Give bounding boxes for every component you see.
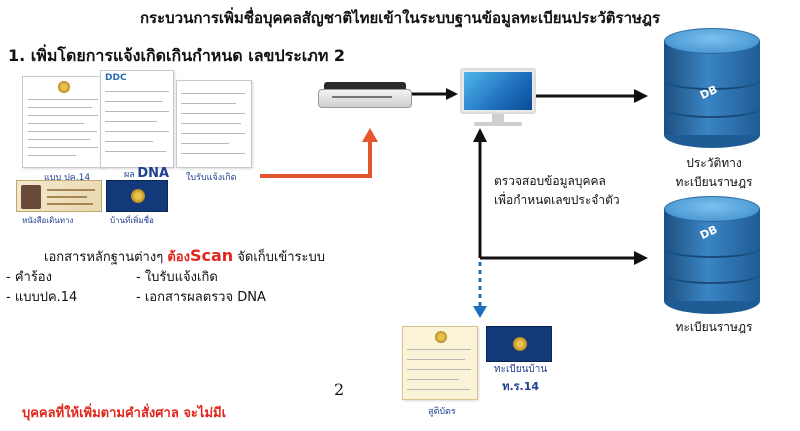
footer-note: บุคคลที่ให้เพิ่มตามคำสั่งศาล จะไม่มีเ	[22, 406, 227, 421]
garuda-emblem-icon	[131, 189, 145, 203]
verify-line-2: เพื่อกำหนดเลขประจำตัว	[494, 193, 620, 207]
database-history-line-2: ทะเบียนราษฎร	[675, 175, 753, 189]
birth-receipt-label: ใบรับแจ้งเกิด	[186, 173, 237, 183]
garuda-emblem-icon	[58, 81, 70, 93]
blue-dotted-arrow-head	[473, 306, 487, 318]
page-title: กระบวนการเพิ่มชื่อบุคคลสัญชาติไทยเข้าในร…	[139, 9, 661, 27]
birth-certificate-document	[402, 326, 478, 400]
scan-note-suffix: จัดเก็บเข้าระบบ	[237, 250, 326, 265]
page-number: 2	[334, 380, 345, 399]
orange-arrow-head	[362, 128, 378, 142]
black-arrow-db2-head	[634, 251, 648, 265]
garuda-emblem-icon	[435, 331, 447, 343]
scan-item-dna: - เอกสารผลตรวจ DNA	[136, 290, 266, 305]
passport-photo	[21, 185, 41, 209]
tr14-label: ทะเบียนบ้าน ท.ร.14	[494, 362, 547, 395]
orange-arrow-to-scanner	[260, 140, 372, 178]
black-arrow-up-head	[473, 128, 487, 142]
database-history-label: ประวัติทาง ทะเบียนราษฎร	[654, 154, 774, 192]
black-arrow-db1-head	[634, 89, 648, 103]
dna-result-dna: DNA	[137, 166, 170, 181]
verify-text: ตรวจสอบข้อมูลบุคคล เพื่อกำหนดเลขประจำตัว	[494, 172, 620, 210]
request-form-document	[22, 76, 104, 168]
scan-note-scan: Scan	[189, 246, 234, 265]
black-arrow-head	[446, 88, 458, 100]
scan-item-form14: - แบบปค.14	[6, 290, 78, 305]
dna-header-logo: DDC	[105, 73, 127, 83]
step-text: เพิ่มโดยการแจ้งเกิดเกินกำหนด เลขประเภท 2	[30, 46, 346, 65]
tr14-label-line-1: ทะเบียนบ้าน	[494, 364, 548, 375]
database-icon-registry: DB	[664, 196, 760, 314]
computer-icon	[460, 68, 536, 130]
passport-label: หนังสือเดินทาง	[22, 216, 74, 225]
request-form-label: แบบ ปค.14	[44, 170, 90, 184]
scan-note-must: ต้อง	[167, 250, 190, 265]
scanner-icon	[318, 82, 412, 108]
scan-note: เอกสารหลักฐานต่างๆ ต้องScan จัดเก็บเข้าร…	[44, 246, 325, 267]
tr14-label-line-2: ท.ร.14	[502, 380, 540, 393]
dna-result-prefix: ผล	[124, 170, 135, 180]
house-registration-label: บ้านที่เพิ่มชื่อ	[110, 216, 154, 225]
scan-note-prefix: เอกสารหลักฐานต่างๆ	[44, 250, 164, 265]
garuda-emblem-icon	[513, 337, 527, 351]
step-heading: 1. เพิ่มโดยการแจ้งเกิดเกินกำหนด เลขประเภ…	[8, 44, 345, 69]
house-registration-book	[106, 180, 168, 212]
database-history-line-1: ประวัติทาง	[686, 156, 742, 170]
scan-item-birth-receipt: - ใบรับแจ้งเกิด	[136, 270, 218, 285]
birth-certificate-label: สูติบัตร	[428, 407, 456, 417]
step-number: 1.	[8, 46, 26, 65]
birth-receipt-document	[176, 80, 252, 168]
tr14-book	[486, 326, 552, 362]
database-registry-label: ทะเบียนราษฎร	[675, 320, 753, 334]
request-form-label-text: แบบ ปค.14	[44, 173, 91, 183]
verify-line-1: ตรวจสอบข้อมูลบุคคล	[494, 174, 606, 188]
database-icon-history: DB	[664, 28, 760, 148]
passport-card	[16, 180, 102, 212]
scan-item-request: - คำร้อง	[6, 270, 52, 285]
dna-result-document: DDC	[100, 70, 174, 168]
dna-result-label: ผล DNA	[124, 166, 169, 181]
